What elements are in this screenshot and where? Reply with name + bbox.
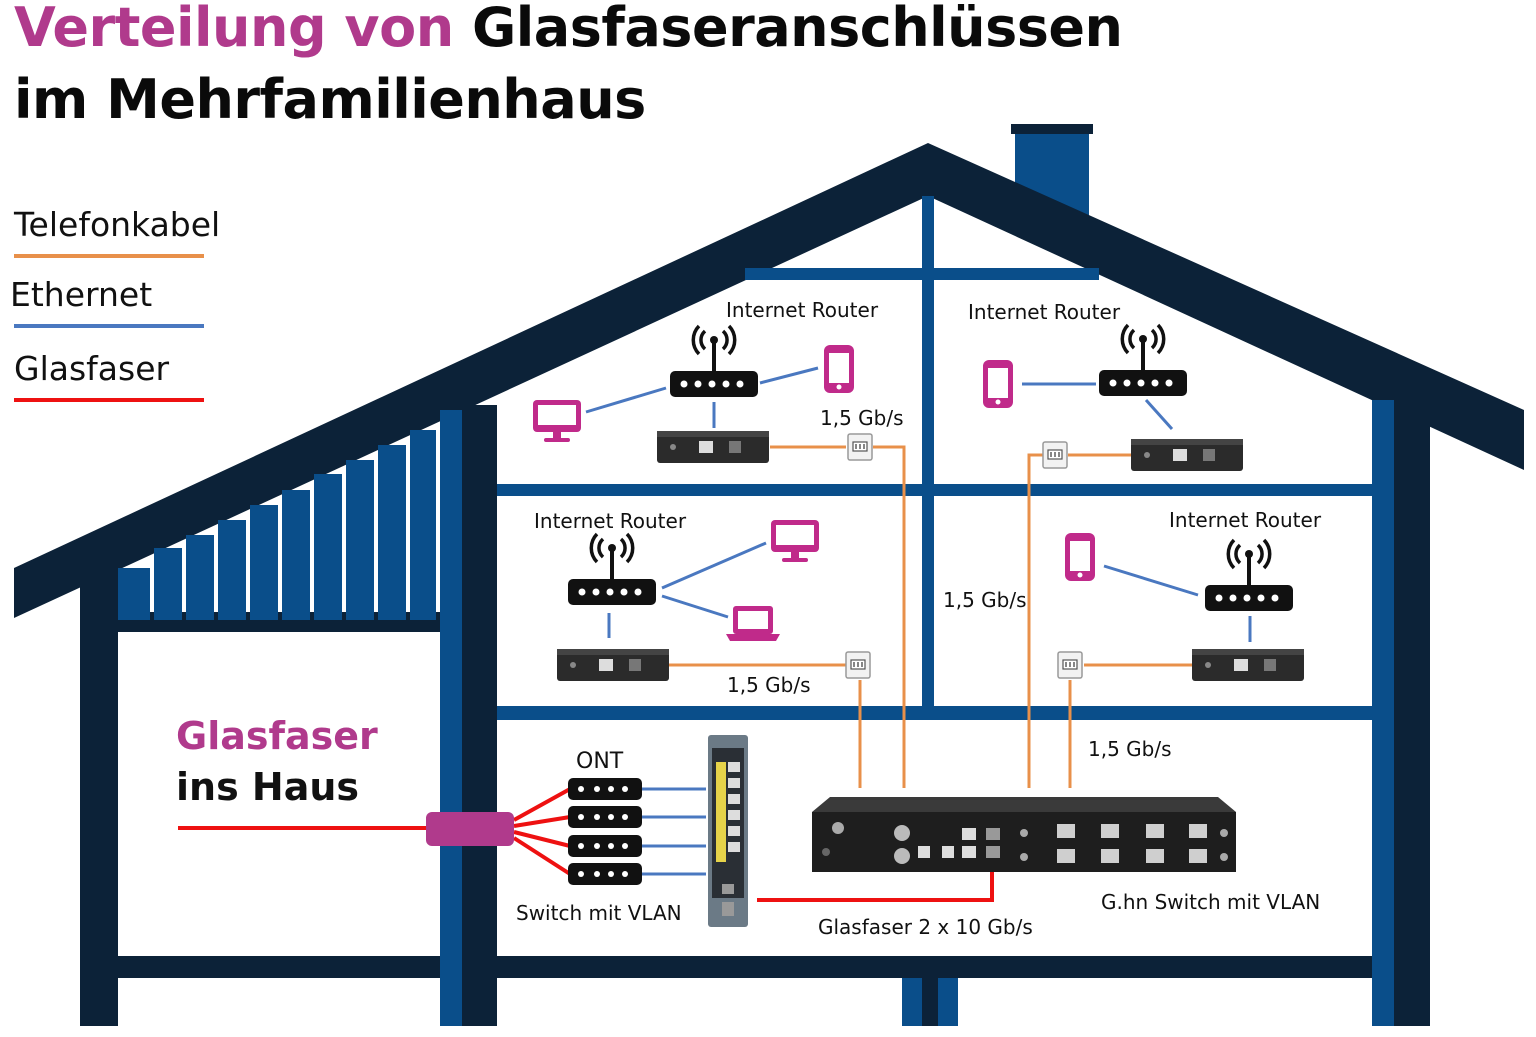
router-label-4: Internet Router (1169, 508, 1322, 532)
legend-ethernet: Ethernet (10, 275, 152, 314)
switch-label: Switch mit VLAN (516, 901, 682, 925)
ont-icon (568, 863, 642, 885)
room-top-left: Internet Router 1,5 Gb/s (533, 298, 904, 463)
smartphone-icon (824, 345, 854, 393)
room-middle-left: Internet Router 1,5 Gb/s (534, 509, 871, 697)
router-label-3: Internet Router (534, 509, 687, 533)
wifi-router-icon (1203, 538, 1295, 613)
roof (14, 143, 1524, 618)
glasfaser-wiring (178, 787, 994, 902)
wifi-router-icon (566, 532, 658, 607)
uplink-label: Glasfaser 2 x 10 Gb/s (818, 915, 1033, 939)
telefonkabel-wiring (668, 445, 1192, 788)
title-accent: Verteilung von (14, 0, 454, 59)
ethernet-wiring (585, 366, 1252, 876)
room-top-right: Internet Router (968, 300, 1243, 471)
fiber-entry-box (426, 812, 514, 846)
ont-label: ONT (576, 749, 624, 774)
ghn-adapter-icon (557, 649, 669, 681)
glasfaser-title: Glasfaser (176, 714, 378, 758)
glasfaser-subtitle: ins Haus (176, 765, 359, 809)
ont-icon (568, 778, 642, 800)
house-frame (14, 124, 1524, 1026)
page-title: Verteilung von Glasfaseranschlüssen im Me… (14, 0, 1123, 136)
speed-label-1: 1,5 Gb/s (820, 406, 904, 430)
center-post (922, 196, 934, 716)
laptop-icon (726, 606, 780, 641)
chimney-cap (1011, 124, 1093, 134)
riser-speed-label-2: 1,5 Gb/s (1088, 737, 1172, 761)
phone-socket-icon (847, 433, 873, 461)
ghn-adapter-icon (1131, 439, 1243, 471)
phone-socket-icon (1057, 651, 1083, 679)
router-label-2: Internet Router (968, 300, 1121, 324)
wifi-router-icon (1097, 323, 1189, 398)
ghn-switch-icon (812, 797, 1236, 872)
phone-socket-icon (1042, 441, 1068, 469)
inner-right-wall (1372, 400, 1394, 1026)
ghn-switch-label: G.hn Switch mit VLAN (1101, 890, 1320, 914)
basement: Glasfaser ins Haus ONT Switch mit VLAN (176, 714, 1320, 939)
attic-slats (118, 430, 436, 620)
room-middle-right: Internet Router (1057, 508, 1322, 681)
attic-beam (745, 268, 1099, 280)
smartphone-icon (1065, 533, 1095, 581)
bottom-post-core (922, 978, 938, 1026)
basement-floor (80, 956, 1430, 978)
inner-left-wall-core (462, 405, 497, 1026)
title-line2: im Mehrfamilienhaus (14, 68, 646, 131)
router-label-1: Internet Router (726, 298, 879, 322)
legend: Telefonkabel Ethernet Glasfaser (10, 205, 220, 402)
legend-telefonkabel: Telefonkabel (13, 205, 220, 244)
ghn-adapter-icon (657, 431, 769, 463)
phone-socket-icon (845, 651, 871, 679)
ont-icon (568, 835, 642, 857)
floor-1 (497, 484, 1375, 496)
ont-icon (568, 806, 642, 828)
speed-label-3: 1,5 Gb/s (727, 673, 811, 697)
monitor-icon (771, 520, 819, 562)
right-wall (1392, 400, 1430, 1026)
ghn-adapter-icon (1192, 649, 1304, 681)
title-main: Glasfaseranschlüssen (471, 0, 1123, 59)
legend-glasfaser: Glasfaser (14, 349, 169, 388)
wifi-router-icon (668, 324, 760, 399)
smartphone-icon (983, 360, 1013, 408)
monitor-icon (533, 400, 581, 442)
riser-speed-label-1: 1,5 Gb/s (943, 588, 1027, 612)
switch-icon (708, 735, 748, 927)
left-wall (80, 570, 118, 1026)
floor-2 (497, 706, 1375, 720)
